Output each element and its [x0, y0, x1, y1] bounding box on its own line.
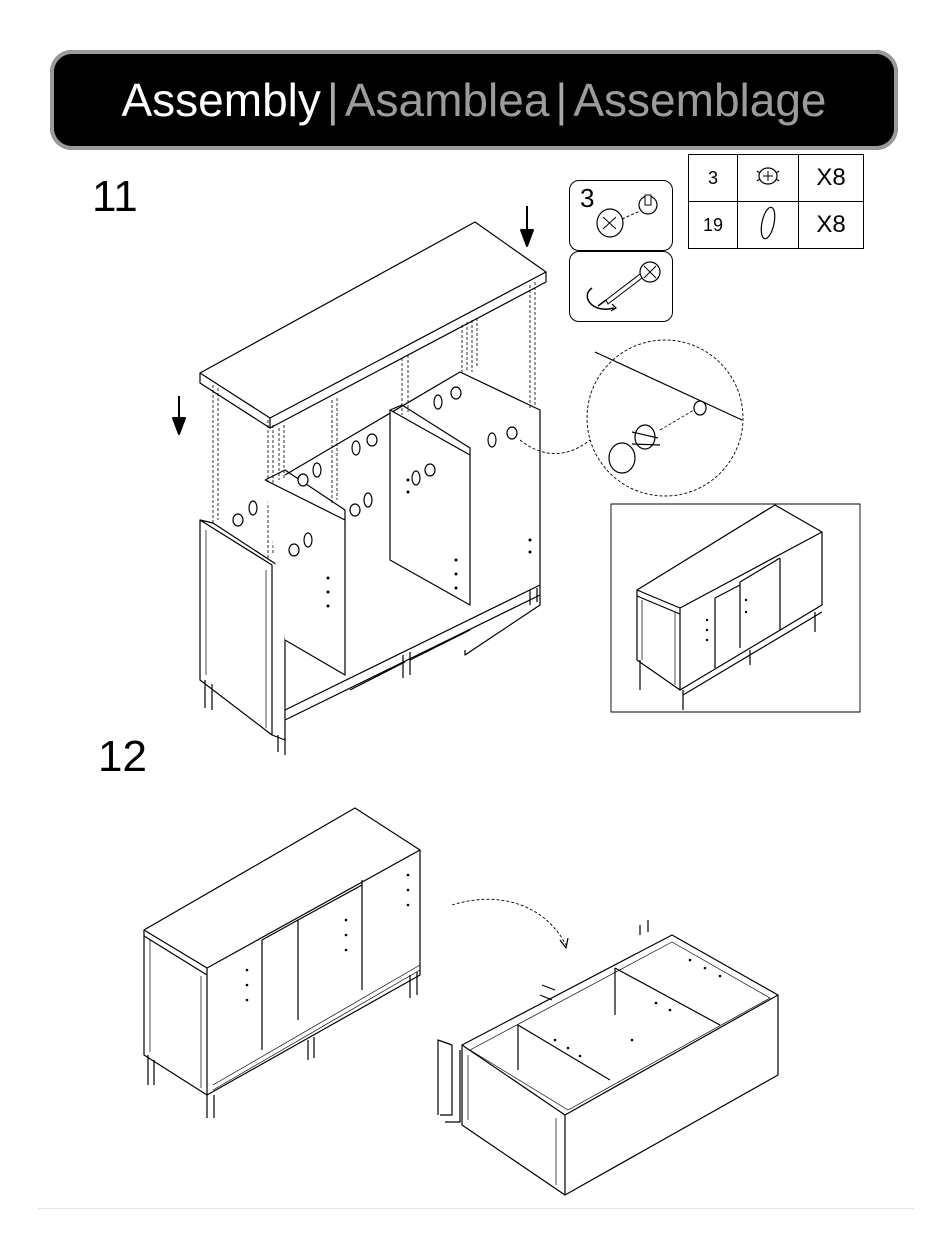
step-12-flipped-cabinet — [438, 920, 778, 1195]
footer-divider — [38, 1208, 914, 1209]
step-11-exploded-cabinet — [173, 206, 743, 755]
step-11-result-preview — [611, 504, 860, 712]
